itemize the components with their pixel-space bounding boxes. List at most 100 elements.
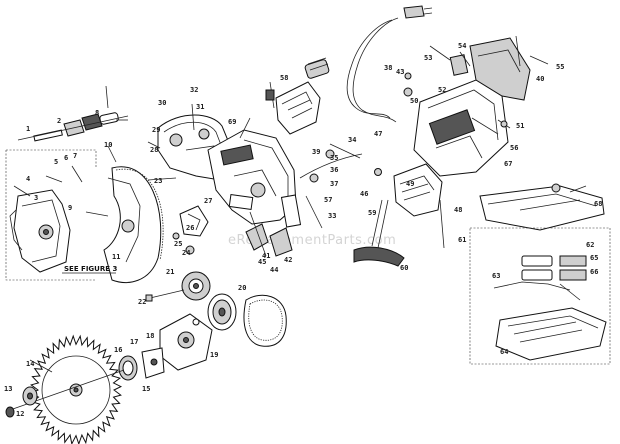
callout-4: 4 [26, 175, 30, 183]
callout-65: 65 [590, 254, 598, 262]
callout-16: 16 [114, 346, 122, 354]
trigger-assembly [393, 163, 443, 217]
callout-11: 11 [112, 253, 120, 261]
callout-52: 52 [438, 86, 446, 94]
switch-wire [299, 153, 363, 179]
callout-61: 61 [458, 236, 466, 244]
callout-66: 66 [590, 268, 598, 276]
assembly-frame-left [5, 149, 97, 281]
callout-22: 22 [138, 298, 146, 306]
outer-flange [22, 386, 38, 406]
callout-39: 39 [312, 148, 320, 156]
plug [403, 5, 425, 19]
callout-14: 14 [26, 360, 34, 368]
callout-31: 31 [196, 103, 204, 111]
callout-30: 30 [158, 99, 166, 107]
callout-47: 47 [374, 130, 382, 138]
callout-55: 55 [556, 63, 564, 71]
drive-belt [243, 294, 287, 347]
callout-15: 15 [142, 385, 150, 393]
gear-case-19 [159, 313, 213, 371]
callout-62: 62 [586, 241, 594, 249]
callout-23: 23 [154, 177, 162, 185]
table-casting [479, 183, 605, 231]
callout-7: 7 [73, 152, 77, 160]
callout-45: 45 [258, 258, 266, 266]
nut-22 [145, 294, 153, 302]
pin-a [471, 117, 499, 135]
callout-12: 12 [16, 410, 24, 418]
callout-40: 40 [536, 75, 544, 83]
callout-44: 44 [270, 266, 278, 274]
motor-armature [265, 57, 330, 135]
screw-top-b [529, 55, 549, 65]
callout-34: 34 [348, 136, 356, 144]
bolt-22 [149, 289, 185, 299]
callout-19: 19 [210, 351, 218, 359]
saw-blade [29, 334, 123, 444]
arm-bracket [9, 189, 71, 273]
callout-58: 58 [280, 74, 288, 82]
callout-1: 1 [26, 125, 30, 133]
handle-assembly [413, 37, 531, 177]
rod-b [377, 199, 389, 249]
callout-33: 33 [328, 212, 336, 220]
callout-3: 3 [34, 194, 38, 202]
callout-54: 54 [458, 42, 466, 50]
callout-53: 53 [424, 54, 432, 62]
pulley-20 [207, 293, 237, 331]
callout-17: 17 [130, 338, 138, 346]
callout-5: 5 [54, 158, 58, 166]
callout-27: 27 [204, 197, 212, 205]
switch-block-parts [493, 255, 587, 301]
upper-blade-guard [103, 166, 164, 283]
callout-10: 10 [104, 141, 112, 149]
power-cord [346, 19, 393, 119]
callout-42: 42 [284, 256, 292, 264]
callout-49: 49 [406, 180, 414, 188]
callout-21: 21 [166, 268, 174, 276]
main-guard-assembly [207, 129, 297, 225]
power-cord-outer [352, 17, 399, 123]
see-figure-label: SEE FIGURE 3 [64, 265, 117, 273]
callout-numbers: 1 2 3 4 5 6 7 8 9 10 11 12 13 14 15 16 1… [4, 42, 602, 418]
callout-41: 41 [262, 252, 270, 260]
callout-2: 2 [57, 117, 61, 125]
callout-37: 37 [330, 180, 338, 188]
leader-lines [13, 45, 587, 373]
rod-a [371, 199, 383, 247]
pulley-21 [181, 271, 211, 301]
callout-13: 13 [4, 385, 12, 393]
callout-51: 51 [516, 122, 524, 130]
spindle-parts [17, 112, 129, 142]
callout-28: 28 [150, 146, 158, 154]
callout-32: 32 [190, 86, 198, 94]
callout-67: 67 [504, 160, 512, 168]
callout-69: 69 [228, 118, 236, 126]
see-figure-callout: SEE FIGURE 3 [62, 265, 117, 274]
callout-60: 60 [400, 264, 408, 272]
callout-8: 8 [95, 109, 99, 117]
callout-25: 25 [174, 240, 182, 248]
callout-36: 36 [330, 166, 338, 174]
callout-24: 24 [182, 249, 190, 257]
screw-top-a [515, 35, 521, 67]
blade-wrench [353, 246, 405, 267]
callout-18: 18 [146, 332, 154, 340]
callout-59: 59 [368, 209, 376, 217]
bearing-16 [118, 355, 138, 381]
hardware-screws [45, 72, 511, 229]
washer-17 [141, 347, 165, 379]
callout-63: 63 [492, 272, 500, 280]
arbor-bolt [5, 406, 15, 418]
callout-64: 64 [500, 348, 508, 356]
callout-56: 56 [510, 144, 518, 152]
rod-c [439, 199, 445, 249]
base-tray [495, 307, 607, 361]
callout-6: 6 [64, 154, 68, 162]
callout-35: 35 [330, 154, 338, 162]
callout-20: 20 [238, 284, 246, 292]
callout-57: 57 [324, 196, 332, 204]
